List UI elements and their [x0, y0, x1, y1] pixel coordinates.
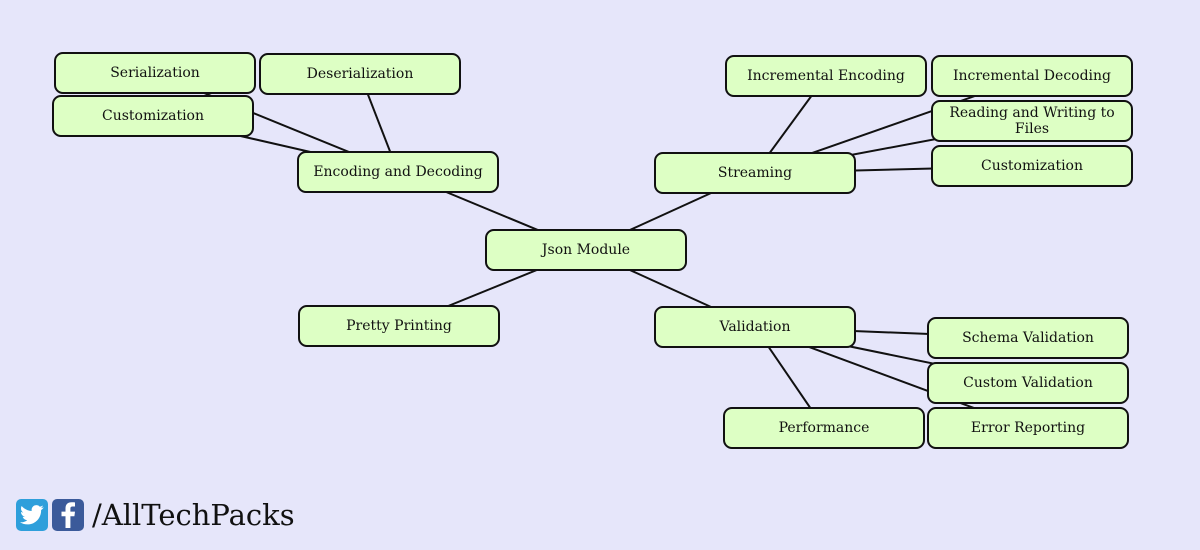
node-deserialization[interactable]: Deserialization: [259, 53, 461, 95]
node-box: [723, 407, 925, 449]
node-box: [931, 55, 1133, 97]
node-schema-validation[interactable]: Schema Validation: [927, 317, 1129, 359]
node-label: Incremental Encoding: [747, 68, 905, 84]
twitter-bird-glyph: [20, 505, 44, 525]
node-box: [297, 151, 499, 193]
node-label: Json Module: [540, 242, 630, 258]
node-label: Error Reporting: [971, 420, 1085, 436]
node-serialization[interactable]: Serialization: [54, 52, 256, 94]
node-label: Performance: [779, 420, 870, 436]
node-label: Deserialization: [307, 66, 414, 82]
branding: /AllTechPacks: [16, 499, 295, 531]
node-box: [927, 362, 1129, 404]
node-validation[interactable]: Validation: [654, 306, 856, 348]
twitter-icon[interactable]: [16, 499, 48, 531]
node-label: Streaming: [718, 165, 792, 181]
node-box: [654, 306, 856, 348]
node-incremental-encoding[interactable]: Incremental Encoding: [725, 55, 927, 97]
node-customization-right[interactable]: Customization: [931, 145, 1133, 187]
node-label: Schema Validation: [962, 330, 1094, 346]
node-json-module[interactable]: Json Module: [485, 229, 687, 271]
node-box: [259, 53, 461, 95]
node-custom-validation[interactable]: Custom Validation: [927, 362, 1129, 404]
node-label: Customization: [102, 108, 204, 124]
node-label: Customization: [981, 158, 1083, 174]
node-box: [927, 317, 1129, 359]
node-label: Serialization: [110, 65, 200, 81]
node-label: Encoding and Decoding: [313, 164, 482, 180]
node-label-line: Reading and Writing to: [949, 105, 1114, 121]
node-performance[interactable]: Performance: [723, 407, 925, 449]
node-label: Custom Validation: [963, 375, 1093, 391]
node-label-line: Files: [1015, 121, 1049, 137]
facebook-f-glyph: [61, 502, 75, 528]
node-box: [298, 305, 500, 347]
facebook-icon[interactable]: [52, 499, 84, 531]
node-customization-left[interactable]: Customization: [52, 95, 254, 137]
node-box: [54, 52, 256, 94]
node-box: [654, 152, 856, 194]
node-incremental-decoding[interactable]: Incremental Decoding: [931, 55, 1133, 97]
node-error-reporting[interactable]: Error Reporting: [927, 407, 1129, 449]
node-box: [485, 229, 687, 271]
node-label: Pretty Printing: [346, 318, 452, 334]
brand-handle[interactable]: /AllTechPacks: [92, 498, 295, 532]
node-pretty-printing[interactable]: Pretty Printing: [298, 305, 500, 347]
node-box: [52, 95, 254, 137]
node-encoding-decoding[interactable]: Encoding and Decoding: [297, 151, 499, 193]
node-label: Incremental Decoding: [953, 68, 1111, 84]
node-box: [725, 55, 927, 97]
node-streaming[interactable]: Streaming: [654, 152, 856, 194]
node-box: [931, 100, 1133, 142]
mind-map-nodes: Json Module Encoding and Decoding Serializ…: [52, 52, 1133, 449]
node-box: [927, 407, 1129, 449]
node-box: [931, 145, 1133, 187]
node-label: Validation: [719, 319, 791, 335]
